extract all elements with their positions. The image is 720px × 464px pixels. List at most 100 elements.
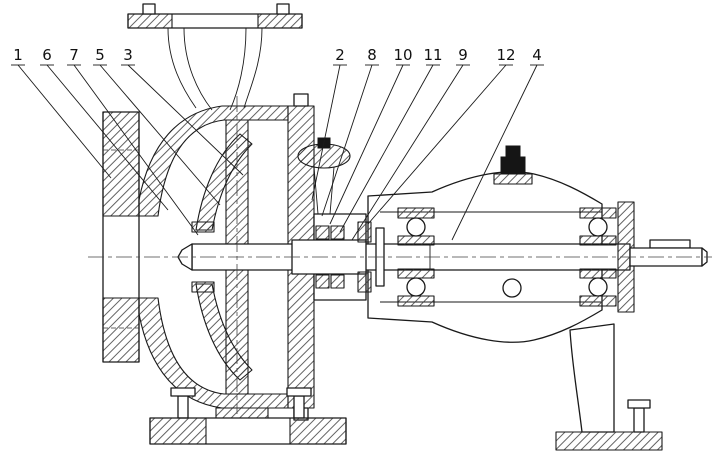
impeller-lower-shroud (195, 283, 253, 381)
callout-10: 10 (329, 46, 413, 225)
leader-line (339, 64, 434, 233)
discharge-flange-left-section (127, 13, 173, 29)
discharge-flange-right-section (257, 13, 303, 29)
packing-ring (330, 225, 345, 240)
suction-flange (102, 111, 140, 363)
outer-race (397, 207, 435, 219)
impeller-upper-shroud (195, 133, 253, 231)
leader-line (127, 64, 244, 176)
inner-race (397, 235, 435, 246)
callout-9: 9 (351, 46, 470, 241)
callout-number: 5 (95, 46, 105, 64)
support-foot (555, 323, 663, 451)
callout-number: 3 (123, 46, 133, 64)
base-left-section (149, 417, 207, 445)
gland-upper (357, 221, 372, 243)
callout-number: 10 (393, 46, 412, 64)
neck-outer-right (243, 27, 263, 109)
inner-race (397, 268, 435, 279)
leader-line (73, 64, 199, 236)
bearing-ball (588, 217, 608, 237)
discharge-flange-plate (127, 13, 303, 29)
gland-lower (357, 271, 372, 293)
bearing-ball (588, 277, 608, 297)
callout-number: 12 (496, 46, 515, 64)
neck-inner-right (229, 27, 247, 111)
eyebolt-stud-right (329, 166, 335, 215)
gland-eyebolt (297, 137, 351, 215)
suction-flange-plate (102, 111, 140, 363)
shaft-end-keyway (629, 239, 708, 267)
outer-race (579, 207, 617, 219)
centerlines (88, 96, 712, 414)
leader-line (17, 64, 112, 179)
suction-flange-upper-section (102, 111, 140, 217)
packing-ring (330, 274, 345, 289)
suction-flange-lower-section (102, 297, 140, 363)
base-bolt-right (293, 395, 305, 419)
shaft-key (649, 239, 691, 249)
base-bolt-right-head (286, 387, 312, 397)
casing-pedestal (215, 407, 269, 419)
outer-race (579, 295, 617, 307)
foot-bolt (633, 407, 645, 433)
cover-bolt-top (293, 93, 309, 107)
callout-6: 6 (40, 46, 169, 211)
callout-1: 1 (11, 46, 112, 179)
packing-ring (315, 274, 330, 289)
callout-3: 3 (121, 46, 244, 176)
flange-stud-left (142, 3, 156, 15)
base-right-section (289, 417, 347, 445)
inner-race (579, 235, 617, 246)
wear-ring-top (191, 221, 215, 233)
flange-stud-right (276, 3, 290, 15)
neck-outer-left (167, 27, 197, 109)
callout-11: 11 (339, 46, 443, 233)
fitting-plug (500, 145, 526, 175)
leader-line (351, 64, 464, 241)
leader-line (451, 64, 538, 241)
packing-ring (315, 225, 330, 240)
eyebolt-stud-left (313, 166, 319, 215)
leader-line (311, 64, 341, 201)
callout-5: 5 (93, 46, 221, 206)
bearing-ball (406, 277, 426, 297)
leader-line (321, 64, 373, 217)
callout-number: 2 (335, 46, 345, 64)
grease-fitting (493, 145, 533, 185)
fitting-boss (493, 173, 533, 185)
leader-line (99, 64, 221, 206)
callout-4: 4 (451, 46, 544, 241)
wear-ring-bottom (191, 281, 215, 293)
leader-line (367, 64, 507, 225)
callout-number: 6 (42, 46, 52, 64)
callout-number: 7 (69, 46, 79, 64)
discharge-neck (167, 27, 263, 111)
foot-bolt-head (627, 399, 651, 409)
callout-number: 4 (532, 46, 542, 64)
oil-drain-hole (502, 278, 522, 298)
foot-base-plate (555, 431, 663, 451)
outer-race (397, 295, 435, 307)
callout-number: 1 (13, 46, 23, 64)
callout-number: 9 (458, 46, 468, 64)
callout-12: 12 (367, 46, 516, 225)
pump-base (149, 387, 347, 445)
callout-number: 8 (367, 46, 377, 64)
callout-2: 2 (311, 46, 347, 201)
neck-inner-left (183, 27, 213, 111)
inner-race (579, 268, 617, 279)
callout-7: 7 (67, 46, 199, 236)
bearing-ball (406, 217, 426, 237)
support-leg (569, 323, 615, 433)
ball-bearing-right (579, 207, 617, 307)
leader-line (329, 64, 404, 225)
callout-8: 8 (321, 46, 379, 217)
leader-line (46, 64, 169, 211)
base-bolt-left (177, 395, 189, 419)
discharge-flange (127, 3, 303, 29)
base-bolt-left-head (170, 387, 196, 397)
